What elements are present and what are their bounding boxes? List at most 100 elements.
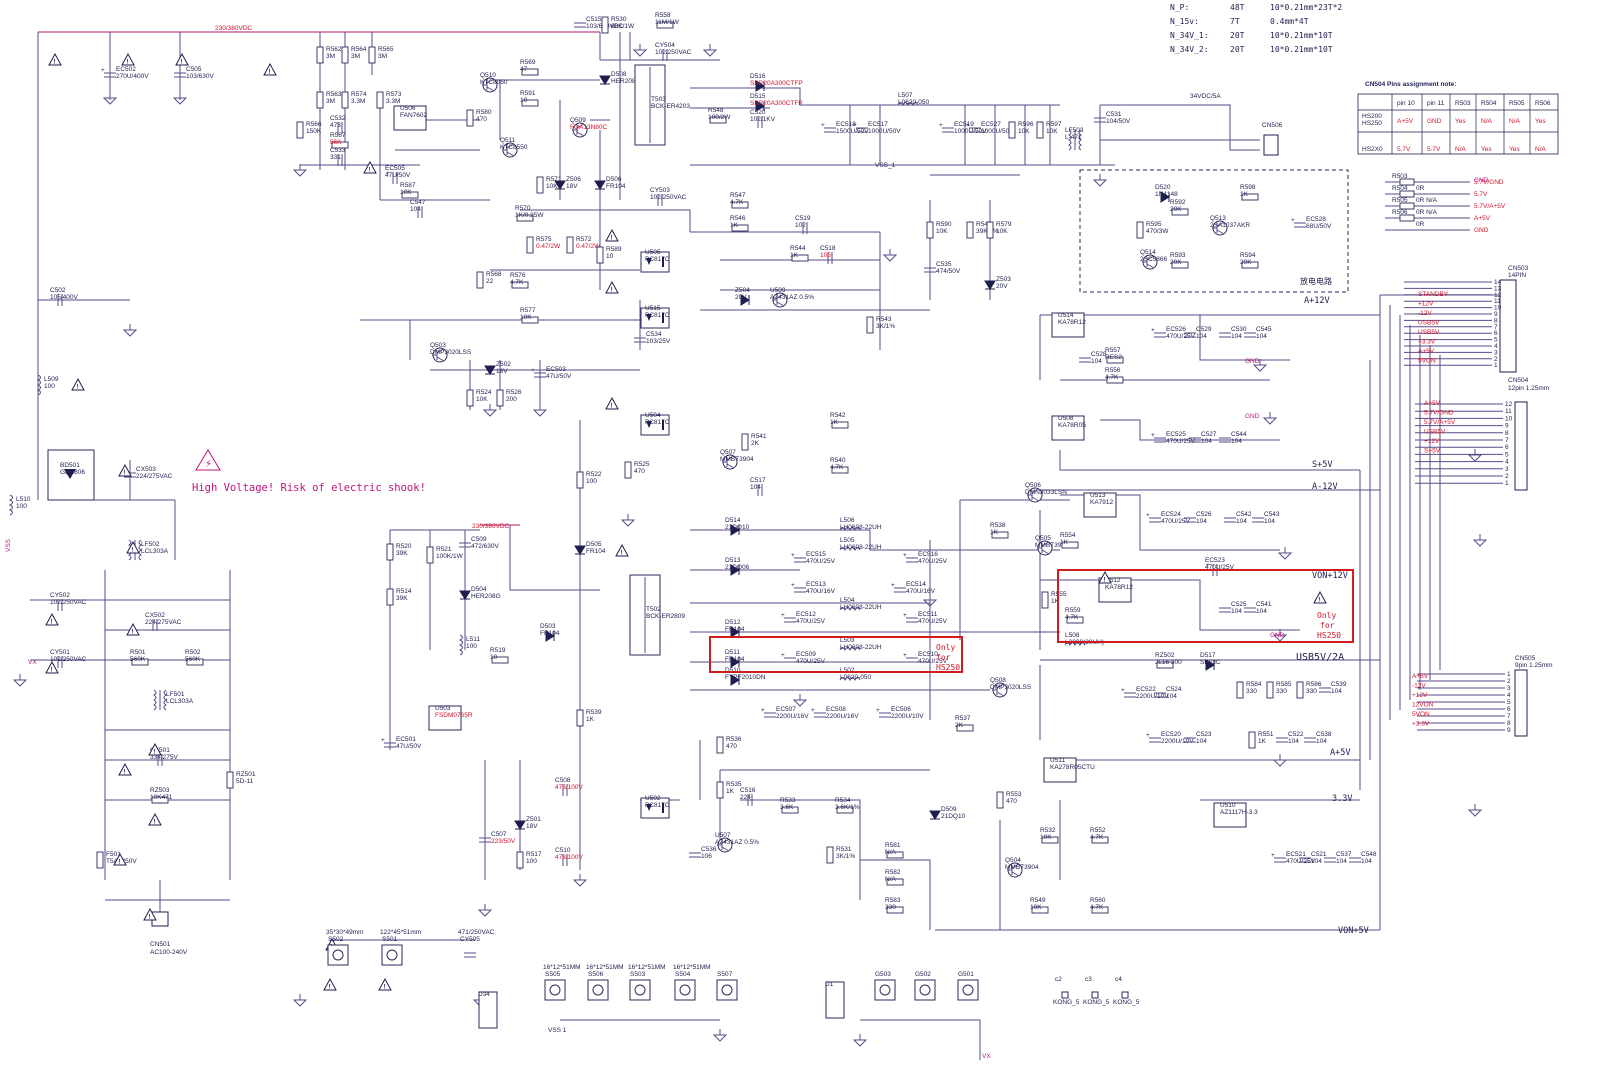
value-ec509: 470U/25V	[796, 658, 826, 665]
cn504-pin-12: 12	[1505, 401, 1513, 408]
ref-ec526: EC526	[1166, 326, 1186, 333]
pin-cell-0-3: Yes	[1455, 118, 1466, 125]
ref-z502: Z502	[496, 361, 511, 368]
ref-c505: C505	[186, 66, 202, 73]
ref-r565: R565	[378, 46, 394, 53]
ref-u513: U513	[1090, 492, 1106, 499]
warning-icon: !	[263, 62, 277, 76]
ref-rz503: RZ503	[150, 787, 170, 794]
value-z502: 18V	[496, 368, 508, 375]
ref-r502: R502	[185, 649, 201, 656]
value-d516: SBR20A300CTFP	[750, 80, 803, 87]
ref-q513: Q513	[1210, 215, 1226, 222]
value-c525: 104	[1231, 608, 1242, 615]
connector-cn501: CN501 AC100-240V	[150, 911, 188, 956]
value-r595: 470/3W	[1146, 228, 1169, 235]
svg-text:471/250VAC: 471/250VAC	[458, 929, 495, 936]
ref-l509: L509	[44, 376, 59, 383]
pin-cell-1-0: HS2X0	[1362, 146, 1383, 153]
discharge-circuit-box	[1079, 169, 1349, 293]
ref-r545: R545	[976, 221, 992, 228]
pin-header-6: R506	[1535, 100, 1551, 107]
svg-text:S505: S505	[545, 971, 561, 978]
value-r543: 3K/1%	[876, 323, 895, 330]
ref-c541: C541	[1256, 601, 1272, 608]
ref-ec520: EC520	[1161, 731, 1181, 738]
value-c536: 106	[701, 853, 712, 860]
value-r581: N/A	[885, 849, 897, 856]
value-r571: 10K	[546, 183, 558, 190]
ref-u511: U511	[1050, 757, 1065, 764]
svg-text:!: !	[132, 630, 134, 636]
ref-r547: R547	[730, 192, 746, 199]
ref-rz501: RZ501	[236, 771, 256, 778]
value-q507: MMBT3904	[720, 456, 754, 463]
ground-icon	[532, 404, 548, 417]
cn505-signal-4: 5VON	[1412, 711, 1430, 718]
value-r547: 4.7K	[730, 199, 744, 206]
svg-text:KONG_5: KONG_5	[1113, 999, 1140, 1006]
svg-text:D1: D1	[825, 981, 834, 988]
cn505-pin-1: 1	[1507, 671, 1511, 678]
pin-cell-1-1: 5.7V	[1397, 146, 1411, 153]
value-cy503: 102/250VAC	[650, 194, 687, 201]
value-ec502: 270U/400V	[116, 73, 149, 80]
warning-icon: !	[175, 52, 189, 66]
ground-icon	[1252, 359, 1268, 372]
warning-icon: !	[1098, 570, 1112, 584]
value-bd501: GBU806	[60, 469, 85, 476]
ground-icon	[1092, 174, 1108, 187]
value-d504: HER208G	[471, 593, 501, 600]
value-u504: PC817C	[645, 419, 670, 426]
value-u505: PC817C	[645, 256, 670, 263]
ref-ec516: EC516	[918, 551, 938, 558]
warning-icon: !	[323, 977, 337, 991]
ref-ec517: EC517	[868, 121, 888, 128]
ref-c521: C521	[1311, 851, 1327, 858]
svg-text:+: +	[891, 582, 895, 589]
ref-r585: R585	[1276, 681, 1292, 688]
value-r591: 10	[520, 97, 528, 104]
ref-z506: Z506	[566, 176, 581, 183]
value-r555: 1K	[1051, 598, 1060, 605]
ref-ec503: EC503	[546, 366, 566, 373]
value-r579: 10K	[996, 228, 1008, 235]
value-c522: 104	[1288, 738, 1299, 745]
value-c539: 104	[1331, 688, 1342, 695]
value-r560: 4.7K	[1090, 904, 1104, 911]
ground-icon	[122, 324, 138, 337]
warning-icon: !	[48, 52, 62, 66]
svg-text:16*12*51MM: 16*12*51MM	[586, 964, 624, 971]
ref-r548: R548	[708, 107, 724, 114]
svg-text:R505: R505	[1392, 197, 1408, 204]
ref-c537: C537	[1336, 851, 1352, 858]
vss-label-left: VSS	[5, 538, 12, 552]
value-ec512: 470U/25V	[796, 618, 826, 625]
ground-icon	[712, 1029, 728, 1042]
